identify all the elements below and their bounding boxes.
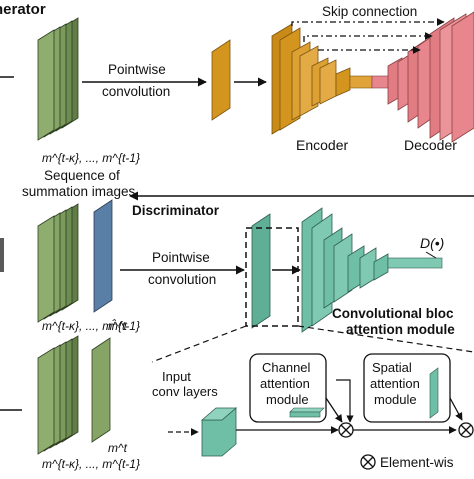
generator-stack-label: m^{t-κ}, ..., m^{t-1} — [42, 151, 140, 165]
spatial-line2: attention — [370, 376, 420, 391]
discriminator-conv-layer — [251, 213, 271, 329]
discriminator-output-label: D(•) — [420, 235, 444, 251]
channel-attention-vector — [289, 407, 325, 413]
discriminator-stack-label: m^{t-κ}, ..., m^{t-1} — [42, 319, 140, 333]
cbam-highlight-box — [245, 227, 299, 327]
discriminator-title: Discriminator — [132, 203, 220, 218]
bottleneck — [371, 75, 391, 89]
encoder-label: Encoder — [296, 137, 348, 153]
predicted-frame-label: m̂^t — [108, 318, 128, 333]
real-frame-label: m^t — [108, 441, 128, 455]
channel-attention-box — [249, 353, 327, 423]
generator-title: nerator — [0, 1, 46, 18]
encoder-block — [271, 23, 373, 135]
spatial-to-multiply-arrow — [449, 397, 463, 421]
discriminator-input-stack — [37, 203, 79, 323]
real-input-stack — [37, 335, 79, 455]
channel-line2: attention — [260, 376, 310, 391]
channel-line3: module — [266, 392, 309, 407]
decoder-label: Decoder — [404, 137, 457, 153]
left-edge-image — [0, 238, 4, 272]
cbam-title-line1: Convolutional bloc — [332, 306, 454, 321]
generator-op-line2: convolution — [102, 84, 170, 99]
discriminator-blocks — [301, 207, 443, 333]
generator-input-stack — [37, 17, 79, 141]
cbam-input-line2: conv layers — [152, 384, 218, 399]
channel-line1: Channel — [262, 360, 311, 375]
skip-connection-label: Skip connection — [322, 4, 417, 19]
spatial-line3: module — [374, 392, 417, 407]
channel-bypass-arrow — [336, 379, 354, 423]
zoom-line-left — [151, 325, 247, 363]
cbam-title-line2: attention module — [346, 322, 455, 337]
skip-connections — [291, 18, 445, 54]
cbam-input-line1: Input — [162, 369, 191, 384]
discriminator-op-line1: Pointwise — [152, 250, 210, 265]
elementwise-legend-label: Element-wis — [380, 455, 454, 470]
generator-caption-line1: Sequence of — [44, 168, 120, 183]
generator-pointwise-layer — [211, 39, 231, 121]
spatial-attention-box — [363, 353, 451, 423]
generator-op-line1: Pointwise — [108, 62, 166, 77]
elementwise-legend-icon — [360, 454, 376, 470]
output-pointer — [425, 251, 437, 259]
multiply-op-2 — [458, 422, 474, 438]
predicted-frame — [93, 199, 113, 313]
decoder-block — [387, 11, 474, 143]
multiply-op-1 — [338, 422, 354, 438]
real-stack-label: m^{t-κ}, ..., m^{t-1} — [42, 457, 140, 471]
real-frame — [91, 337, 111, 443]
generator-caption-line2: summation images — [22, 184, 136, 199]
discriminator-op-line2: convolution — [148, 272, 216, 287]
spatial-line1: Spatial — [372, 360, 412, 375]
spatial-attention-map — [429, 367, 439, 419]
channel-to-multiply-arrow — [325, 397, 343, 423]
